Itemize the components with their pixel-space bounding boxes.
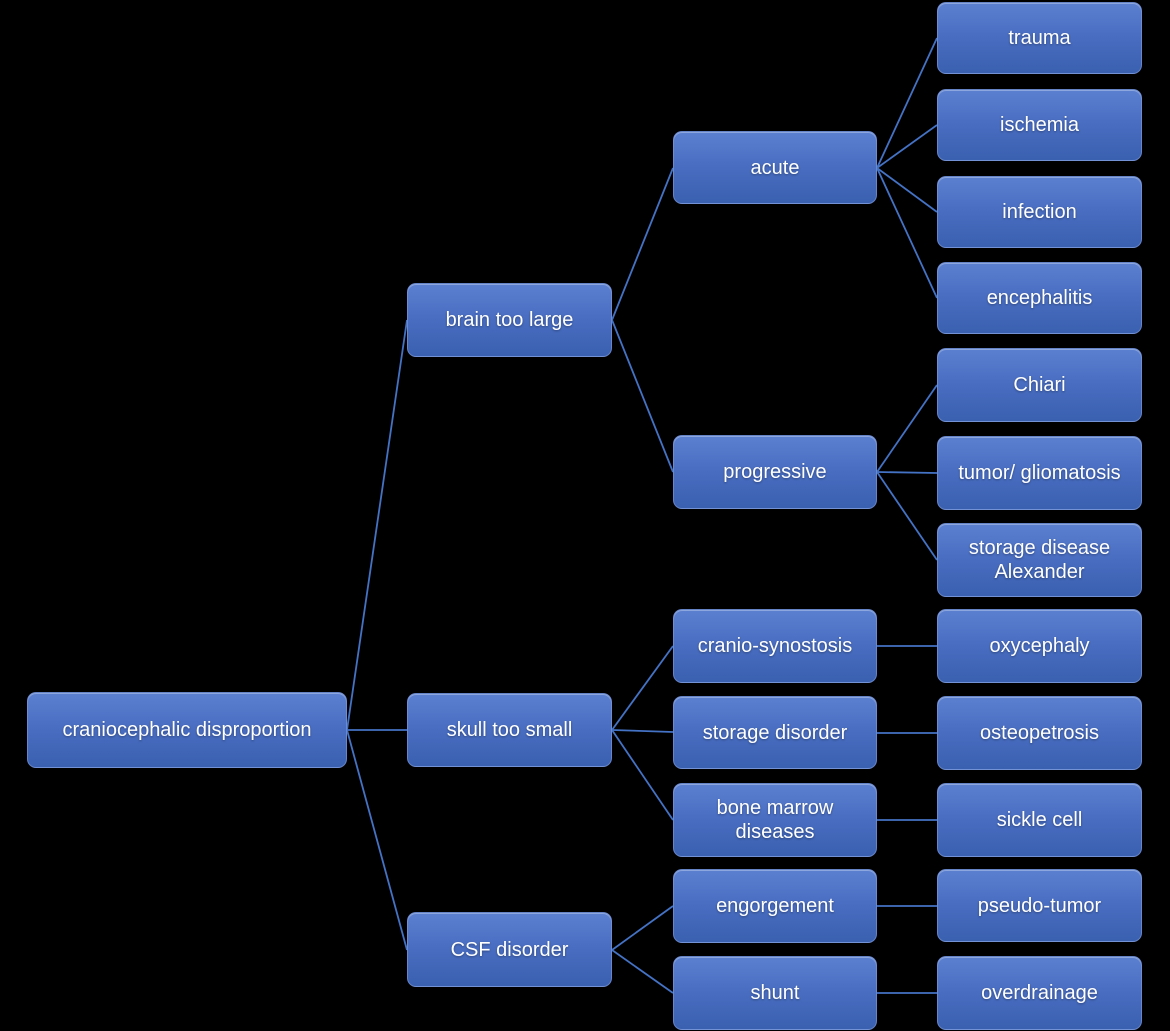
node-label: brain too large (445, 309, 574, 331)
node-label: craniocephalic disproportion (62, 719, 312, 741)
connector-root-csf-disorder (346, 729, 408, 951)
node-label: shunt (750, 982, 800, 1004)
connector-acute-infection (876, 167, 938, 213)
node-trauma[interactable]: trauma (937, 2, 1142, 74)
node-label: skull too small (446, 719, 573, 741)
connector-csf-shunt (611, 949, 674, 994)
connector-brain-acute (611, 167, 674, 321)
node-label: cranio-synostosis (697, 635, 853, 657)
node-label: encephalitis (986, 287, 1093, 309)
node-label: CSF disorder (450, 938, 569, 961)
node-infection[interactable]: infection (937, 176, 1142, 248)
node-label: sickle cell (996, 809, 1083, 831)
connector-progressive-storage-disease-alexander (876, 471, 938, 561)
node-storage-disease-alexander[interactable]: storage disease Alexander (937, 523, 1142, 597)
node-chiari[interactable]: Chiari (937, 348, 1142, 422)
node-brain-too-large[interactable]: brain too large (407, 283, 612, 357)
connector-skull-cranio-synostosis (611, 645, 674, 731)
node-label: acute (750, 156, 800, 179)
node-label: osteopetrosis (980, 722, 1099, 744)
connector-acute-ischemia (876, 124, 938, 169)
node-label: bone marrow diseases (716, 797, 834, 843)
node-oxycephaly[interactable]: oxycephaly (937, 609, 1142, 683)
connector-acute-trauma (876, 37, 938, 169)
node-progressive[interactable]: progressive (673, 435, 877, 509)
node-label: storage disorder (702, 721, 848, 744)
node-encephalitis[interactable]: encephalitis (937, 262, 1142, 334)
node-label: tumor/ gliomatosis (958, 462, 1121, 484)
node-label: oxycephaly (989, 635, 1090, 657)
node-cranio-synostosis[interactable]: cranio-synostosis (673, 609, 877, 683)
node-label: engorgement (716, 895, 834, 917)
node-ischemia[interactable]: ischemia (937, 89, 1142, 161)
node-label: pseudo-tumor (977, 894, 1102, 917)
node-sickle-cell[interactable]: sickle cell (937, 783, 1142, 857)
node-engorgement[interactable]: engorgement (673, 869, 877, 943)
node-label: overdrainage (981, 982, 1098, 1004)
connector-root-brain-too-large (346, 319, 408, 731)
node-bone-marrow-diseases[interactable]: bone marrow diseases (673, 783, 877, 857)
node-acute[interactable]: acute (673, 131, 877, 204)
node-label: ischemia (1000, 114, 1079, 136)
connector-progressive-tumor-gliomatosis (876, 471, 938, 474)
node-label: Chiari (1013, 374, 1066, 396)
node-skull-too-small[interactable]: skull too small (407, 693, 612, 767)
node-pseudo-tumor[interactable]: pseudo-tumor (937, 869, 1142, 942)
node-tumor-gliomatosis[interactable]: tumor/ gliomatosis (937, 436, 1142, 510)
connector-skull-bone-marrow-diseases (611, 729, 674, 821)
connector-csf-engorgement (611, 905, 674, 951)
node-craniocephalic-disproportion[interactable]: craniocephalic disproportion (27, 692, 347, 768)
node-overdrainage[interactable]: overdrainage (937, 956, 1142, 1030)
node-osteopetrosis[interactable]: osteopetrosis (937, 696, 1142, 770)
node-storage-disorder[interactable]: storage disorder (673, 696, 877, 769)
connector-brain-progressive (611, 319, 674, 473)
node-label: storage disease Alexander (968, 537, 1111, 583)
node-label: infection (1002, 201, 1077, 223)
node-label: progressive (723, 461, 827, 483)
node-csf-disorder[interactable]: CSF disorder (407, 912, 612, 987)
connector-acute-encephalitis (876, 167, 938, 299)
node-label: trauma (1008, 27, 1071, 49)
connector-progressive-chiari (876, 384, 938, 473)
node-shunt[interactable]: shunt (673, 956, 877, 1030)
connector-skull-storage-disorder (611, 729, 674, 733)
